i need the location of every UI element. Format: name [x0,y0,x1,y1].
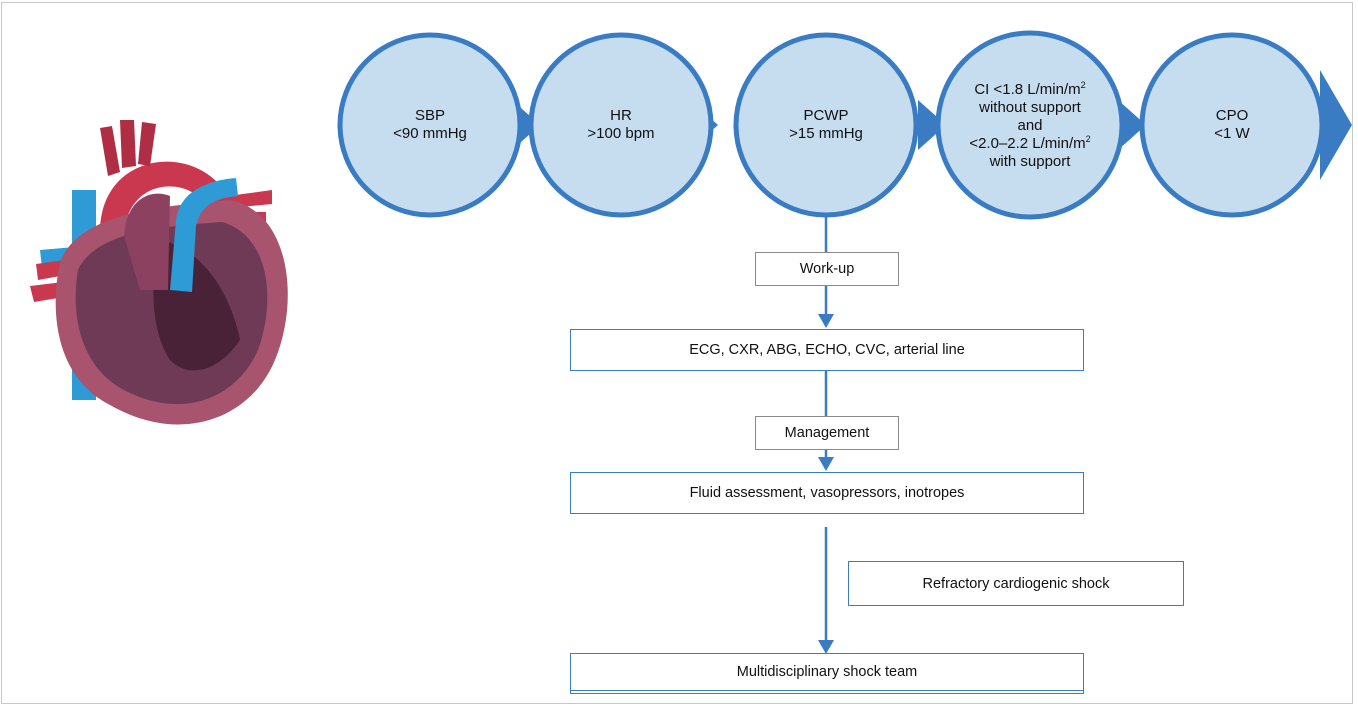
criterion-sbp: SBP <90 mmHg [370,95,490,155]
criterion-ci-line5: with support [989,153,1071,170]
heart-illustration [30,120,288,425]
refractory-box: Refractory cardiogenic shock [848,561,1184,606]
criterion-circle-ci [935,30,1125,220]
criterion-hr-name: HR [610,107,632,124]
workup-box: ECG, CXR, ABG, ECHO, CVC, arterial line [570,329,1084,371]
management-label: Management [755,416,899,450]
criterion-hr: HR >100 bpm [561,95,681,155]
criterion-ci-line3: and [1017,117,1043,134]
criteria-circles [337,30,1325,220]
criterion-sbp-value: <90 mmHg [393,125,467,142]
criterion-pcwp-value: >15 mmHg [789,125,863,142]
criterion-ci-line2: without support [979,99,1081,116]
aorta-root [124,193,170,290]
aortic-branch-3 [138,122,156,166]
criterion-ci-line1: CI <1.8 L/min/m2 [974,80,1086,99]
pulmonary-artery [170,178,238,292]
criterion-sbp-name: SBP [414,107,445,124]
flow-arrowheads [818,314,834,654]
multidisciplinary-team-box: Multidisciplinary shock team [570,653,1084,691]
criterion-cpo-name: CPO [1215,107,1249,124]
aortic-arch [100,161,230,236]
arrowhead-4 [1118,100,1146,150]
arrowhead-3 [918,100,946,150]
criterion-hr-value: >100 bpm [587,125,655,142]
criterion-cpo-value: <1 W [1214,125,1250,142]
workup-label: Work-up [755,252,899,286]
arrowhead-5 [1320,70,1352,180]
aortic-branch-1 [100,126,120,176]
arrowhead-to-management-box [818,457,834,471]
arrowhead-to-team-box [818,640,834,654]
aortic-branch-2 [120,120,136,168]
criterion-pcwp-name: PCWP [803,107,849,124]
criterion-ci: CI <1.8 L/min/m2 without support and <2.… [950,76,1110,176]
arrowhead-to-workup-box [818,314,834,328]
criterion-ci-line4: <2.0–2.2 L/min/m2 [969,134,1091,153]
management-box: Fluid assessment, vasopressors, inotrope… [570,472,1084,514]
criterion-pcwp: PCWP >15 mmHg [766,95,886,155]
criterion-cpo: CPO <1 W [1172,95,1292,155]
criterion-circle-hr [528,32,714,218]
criterion-circle-sbp [337,32,523,218]
criterion-circle-cpo [1139,32,1325,218]
